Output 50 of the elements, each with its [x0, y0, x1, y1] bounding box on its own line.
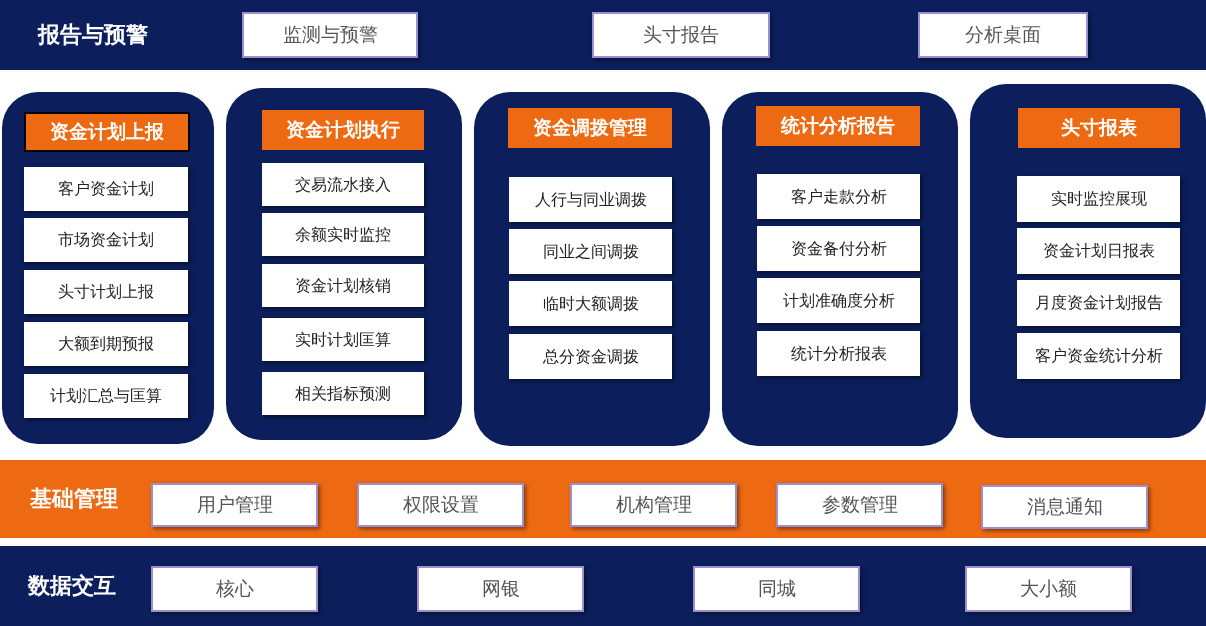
- function-box: 头寸计划上报: [24, 270, 188, 314]
- function-box: 总分资金调拨: [509, 334, 672, 379]
- module-panel: [474, 92, 710, 446]
- layer-band: [0, 0, 1206, 70]
- function-box: 人行与同业调拨: [509, 177, 672, 222]
- function-box: 消息通知: [981, 485, 1148, 529]
- layer-title: 基础管理: [30, 485, 118, 513]
- module-panel: [2, 92, 214, 444]
- function-box: 客户走款分析: [757, 174, 920, 219]
- module-header: 头寸报表: [1018, 108, 1180, 148]
- function-box: 权限设置: [357, 483, 524, 527]
- function-box: 头寸报告: [592, 12, 770, 58]
- function-box: 同城: [693, 566, 860, 612]
- function-box: 资金计划核销: [262, 264, 424, 307]
- function-box: 大小额: [965, 566, 1132, 612]
- function-box: 大额到期预报: [24, 322, 188, 366]
- function-box: 用户管理: [151, 483, 318, 527]
- function-box: 监测与预警: [242, 12, 418, 58]
- function-box: 资金计划日报表: [1017, 228, 1180, 274]
- layer-band: [0, 460, 1206, 538]
- layer-title: 报告与预警: [38, 21, 148, 49]
- function-box: 市场资金计划: [24, 218, 188, 262]
- module-panel: [722, 92, 958, 446]
- function-box: 客户资金统计分析: [1017, 333, 1180, 379]
- function-box: 计划汇总与匡算: [24, 374, 188, 418]
- function-box: 参数管理: [776, 483, 943, 527]
- function-box: 实时监控展现: [1017, 176, 1180, 222]
- function-box: 实时计划匡算: [262, 318, 424, 361]
- function-box: 核心: [151, 566, 318, 612]
- function-box: 资金备付分析: [757, 226, 920, 271]
- function-box: 月度资金计划报告: [1017, 280, 1180, 326]
- function-box: 网银: [417, 566, 584, 612]
- function-box: 统计分析报表: [757, 331, 920, 376]
- function-box: 分析桌面: [918, 12, 1088, 58]
- module-header: 统计分析报告: [756, 106, 920, 146]
- function-box: 临时大额调拨: [509, 281, 672, 326]
- module-panel: [226, 88, 462, 440]
- module-header: 资金计划执行: [262, 110, 424, 150]
- function-box: 相关指标预测: [262, 372, 424, 415]
- function-box: 计划准确度分析: [757, 278, 920, 323]
- function-box: 余额实时监控: [262, 213, 424, 256]
- module-header: 资金调拨管理: [508, 108, 672, 148]
- layer-band: [0, 546, 1206, 626]
- function-box: 客户资金计划: [24, 167, 188, 211]
- function-box: 同业之间调拨: [509, 229, 672, 274]
- function-box: 机构管理: [570, 483, 737, 527]
- module-header: 资金计划上报: [24, 112, 190, 152]
- layer-title: 数据交互: [28, 572, 116, 600]
- function-box: 交易流水接入: [262, 163, 424, 206]
- module-panel: [970, 84, 1206, 438]
